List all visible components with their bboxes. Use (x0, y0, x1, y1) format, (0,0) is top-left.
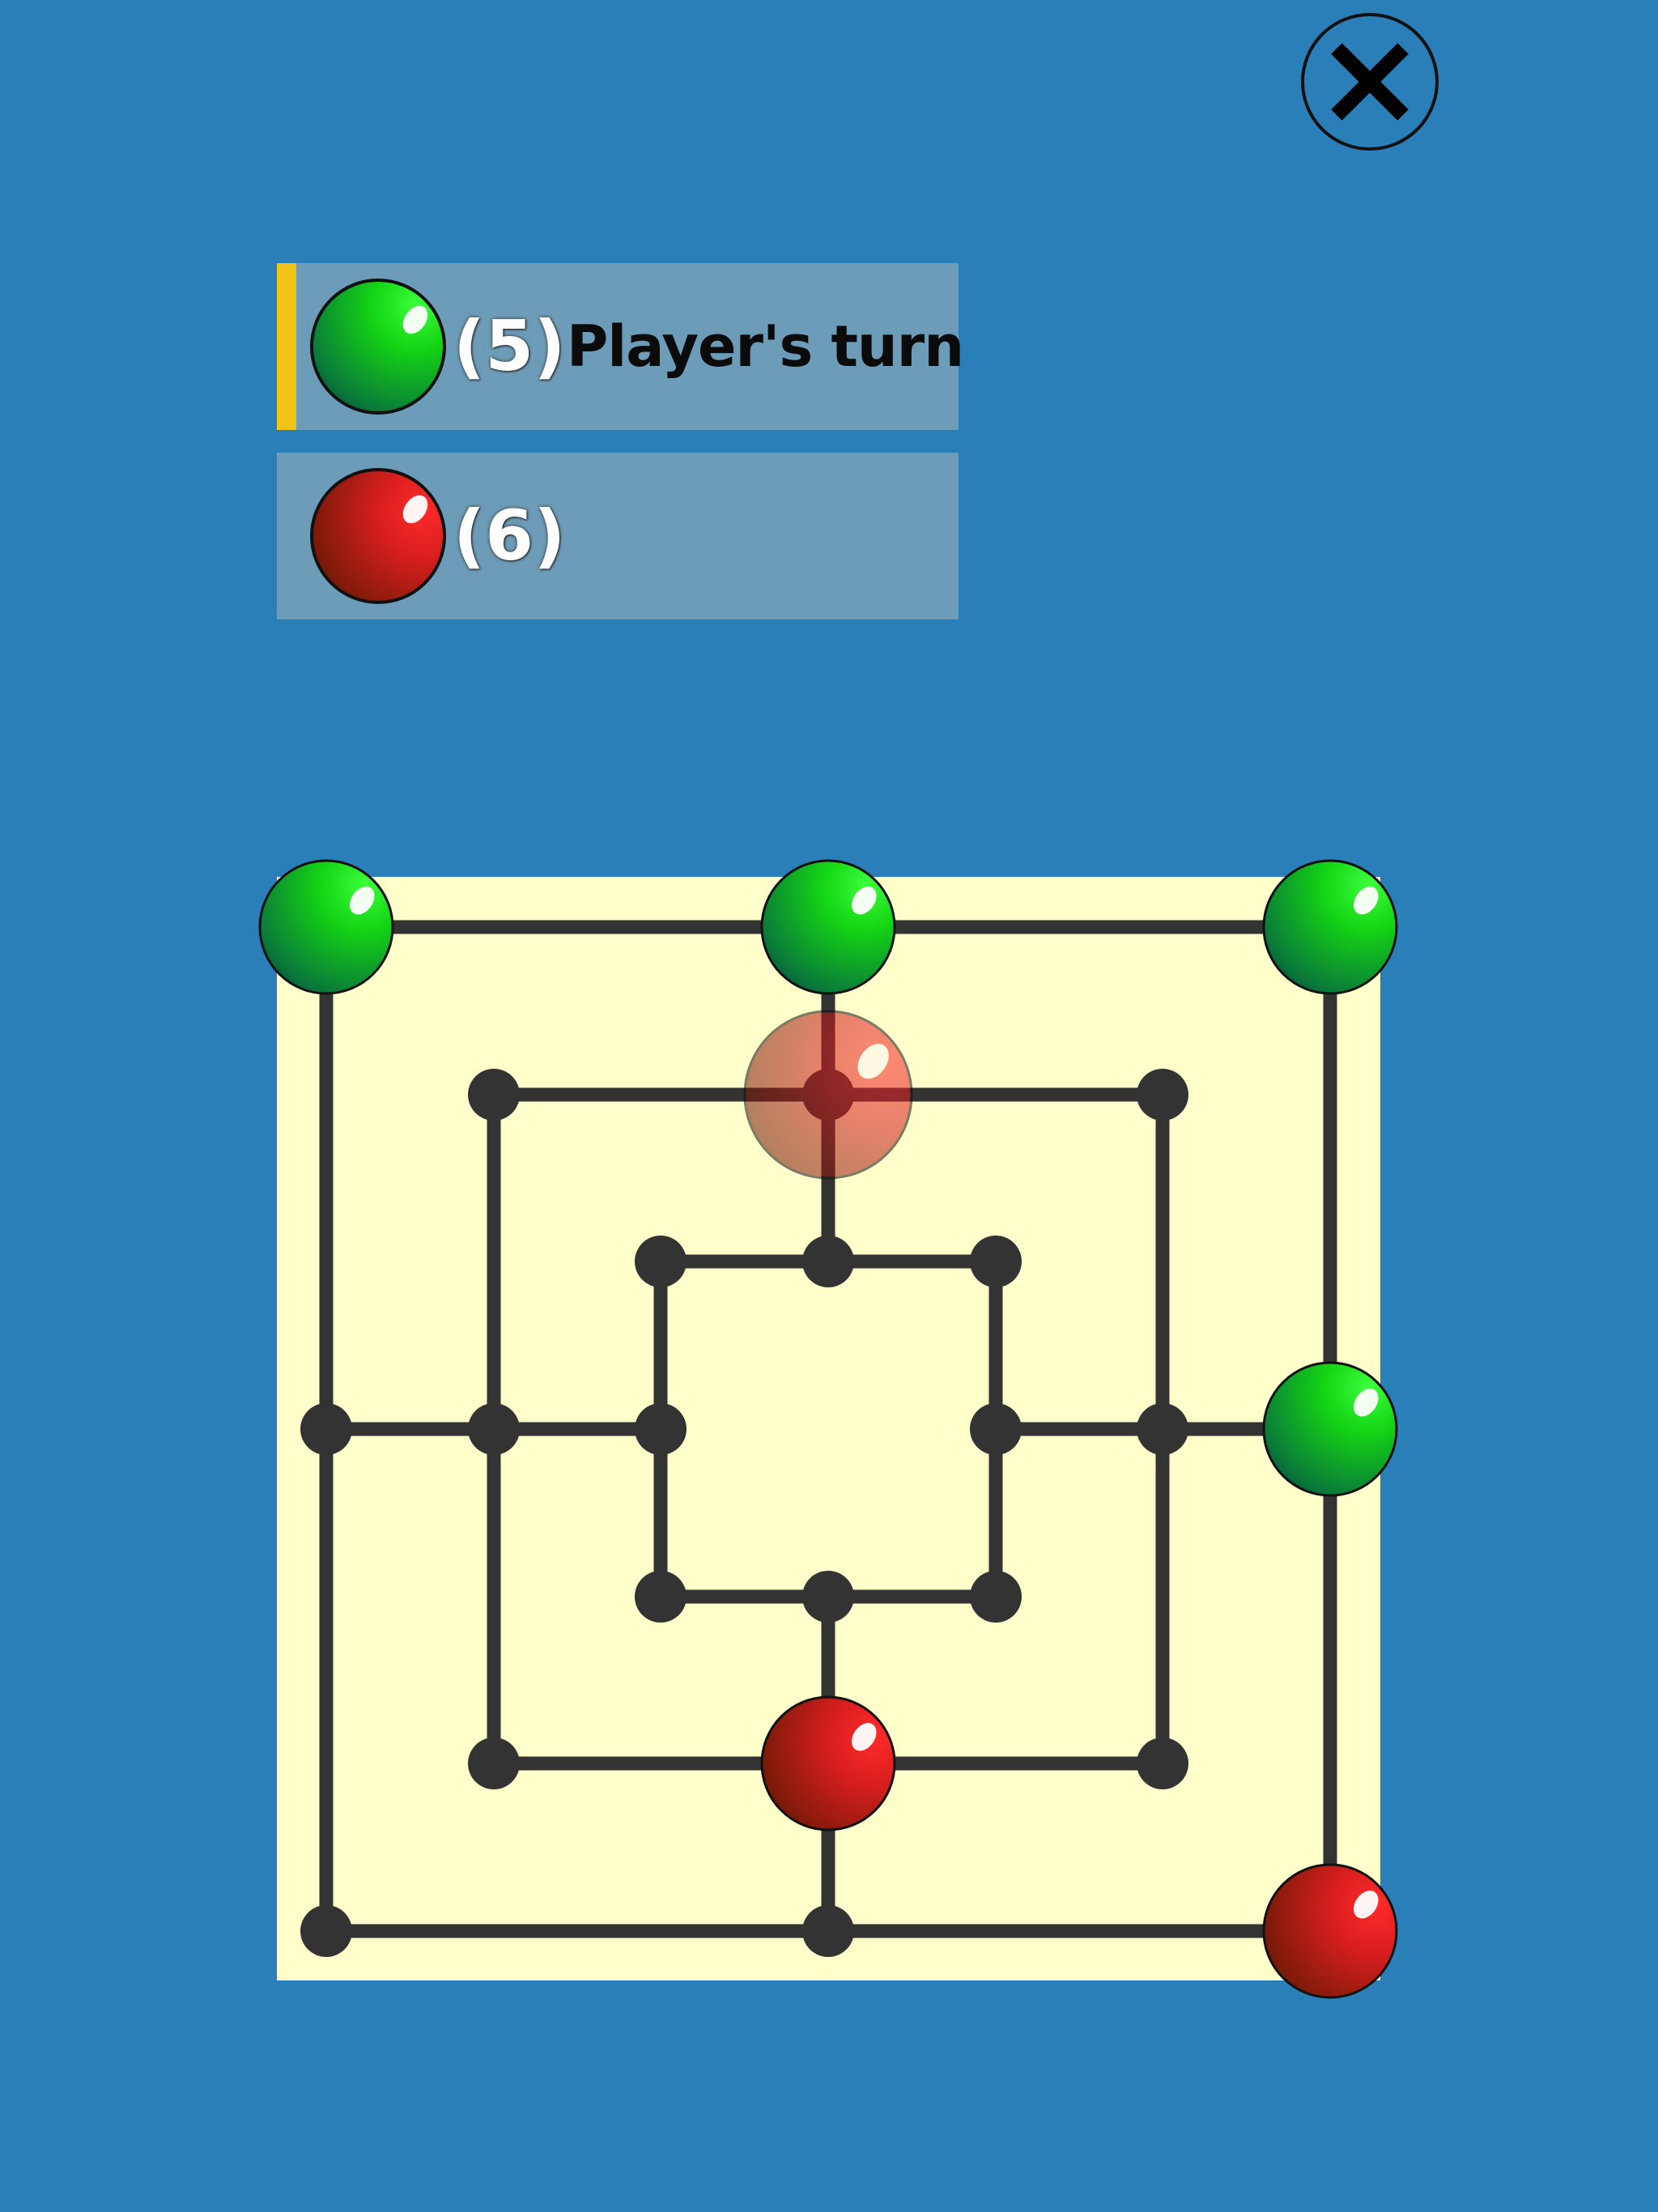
opponent-piece-count: (6) (453, 496, 566, 576)
board-point-inner-top-left[interactable] (635, 1236, 687, 1287)
board-point-middle-middle-right[interactable] (1137, 1403, 1188, 1455)
turn-indicator (277, 263, 296, 430)
player-panel-green: (5) Player's turn (277, 263, 964, 430)
ghost-red-piece (743, 1010, 913, 1180)
board-point-inner-top-middle[interactable] (802, 1236, 854, 1287)
board-point-middle-middle-left[interactable] (468, 1403, 520, 1455)
green-piece[interactable] (760, 859, 896, 995)
board-point-outer-middle-left[interactable] (300, 1403, 352, 1455)
board-pieces (258, 859, 1398, 1999)
green-piece[interactable] (1262, 1361, 1398, 1497)
close-button[interactable] (1301, 13, 1439, 151)
board-point-inner-bottom-middle[interactable] (802, 1571, 854, 1623)
turn-status: Player's turn (567, 313, 964, 380)
board-point-outer-bottom-left[interactable] (300, 1905, 352, 1957)
board-point-middle-top-left[interactable] (468, 1069, 520, 1121)
board-point-middle-top-right[interactable] (1137, 1069, 1188, 1121)
player-piece-count: (5) (453, 306, 566, 387)
board-point-inner-middle-left[interactable] (635, 1403, 687, 1455)
player-panel-red: (6) (277, 453, 959, 619)
board-point-outer-bottom-middle[interactable] (802, 1905, 854, 1957)
board-point-middle-bottom-left[interactable] (468, 1738, 520, 1789)
board-point-inner-bottom-left[interactable] (635, 1571, 687, 1623)
close-icon (1331, 43, 1409, 121)
green-piece-icon (310, 279, 446, 415)
red-piece[interactable] (760, 1695, 896, 1831)
red-piece[interactable] (1262, 1863, 1398, 1999)
board-point-inner-middle-right[interactable] (970, 1403, 1022, 1455)
board-point-middle-bottom-right[interactable] (1137, 1738, 1188, 1789)
green-piece[interactable] (1262, 859, 1398, 995)
red-piece-icon (310, 468, 446, 604)
board-point-inner-top-right[interactable] (970, 1236, 1022, 1287)
board-point-inner-bottom-right[interactable] (970, 1571, 1022, 1623)
green-piece[interactable] (258, 859, 394, 995)
